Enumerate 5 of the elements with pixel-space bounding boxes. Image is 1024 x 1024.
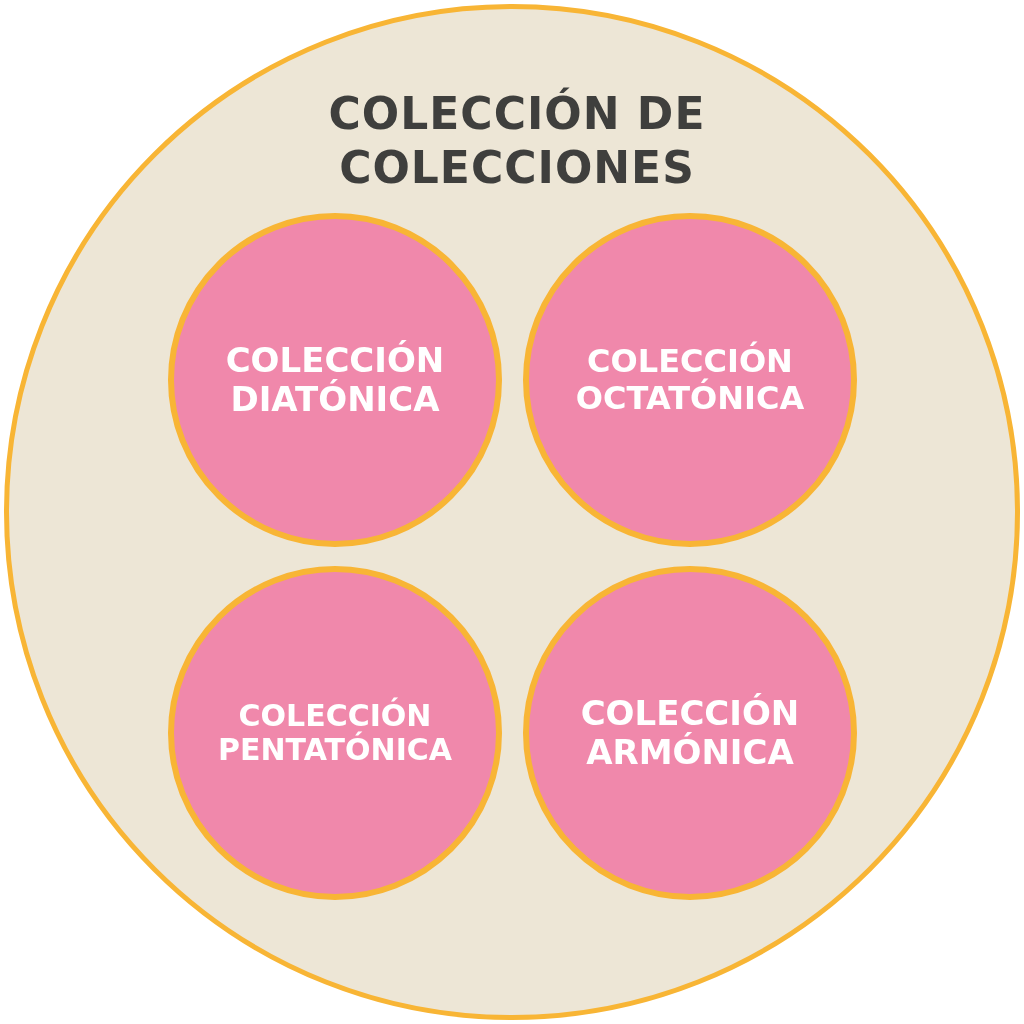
circle-label: COLECCIÓN OCTATÓNICA [574,343,806,417]
title: COLECCIÓN DE COLECCIONES [327,87,707,195]
circle-label: COLECCIÓN PENTATÓNICA [216,698,454,768]
circle-label: COLECCIÓN ARMÓNICA [579,693,801,773]
circle-label: COLECCIÓN DIATÓNICA [224,340,446,420]
